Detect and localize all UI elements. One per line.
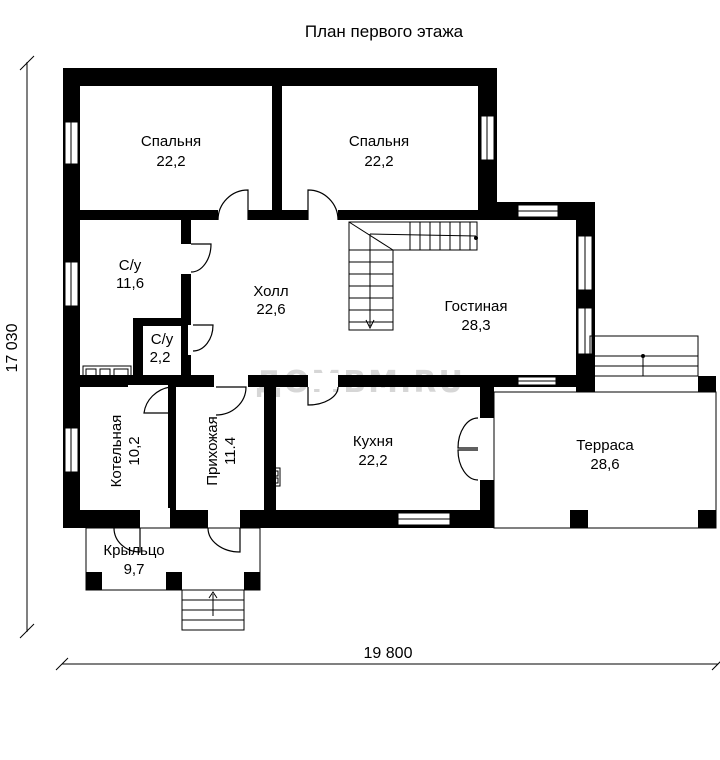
room-hall: Холл 22,6 xyxy=(253,283,288,318)
staircase xyxy=(348,221,478,331)
room-area: 11,6 xyxy=(116,275,144,292)
room-porch: Крыльцо 9,7 xyxy=(103,542,164,578)
room-terrace: Терраса 28,6 xyxy=(576,437,634,473)
room-name: Холл xyxy=(253,283,288,300)
room-area: 11.4 xyxy=(222,437,239,465)
room-living: Гостиная 28,3 xyxy=(445,298,508,334)
room-area: 22,2 xyxy=(358,452,387,469)
room-name: Котельная xyxy=(108,415,125,488)
room-entry: Прихожая 11.4 xyxy=(204,416,239,486)
room-area: 28,6 xyxy=(590,456,619,473)
room-bath-large: С/у 11,6 xyxy=(116,257,144,292)
dimension-width-label: 19 800 xyxy=(364,645,413,662)
dimension-vertical: 17 030 xyxy=(4,55,35,639)
room-name: С/у xyxy=(151,331,174,348)
room-name: Кухня xyxy=(353,433,393,450)
room-bedroom-left: Спальня 22,2 xyxy=(141,133,201,170)
terrace-outline xyxy=(493,335,717,529)
dimension-height-label: 17 030 xyxy=(4,323,21,372)
room-area: 22,6 xyxy=(256,301,285,318)
room-area: 9,7 xyxy=(124,561,145,578)
room-boiler: Котельная 10,2 xyxy=(108,415,143,488)
plan-title: План первого этажа xyxy=(305,22,464,41)
windows xyxy=(64,115,593,526)
room-area: 10,2 xyxy=(126,436,143,465)
room-bath-small: С/у 2,2 xyxy=(150,331,174,366)
room-name: Спальня xyxy=(349,133,409,150)
room-name: Гостиная xyxy=(445,298,508,315)
room-bedroom-right: Спальня 22,2 xyxy=(349,133,409,170)
boiler-equipment xyxy=(82,365,281,487)
room-name: Крыльцо xyxy=(103,542,164,559)
room-name: С/у xyxy=(119,257,142,274)
room-area: 2,2 xyxy=(150,349,171,366)
room-area: 28,3 xyxy=(461,317,490,334)
wall-openings xyxy=(128,208,496,530)
room-area: 22,2 xyxy=(364,153,393,170)
room-name: Спальня xyxy=(141,133,201,150)
room-name: Прихожая xyxy=(204,416,221,486)
dimension-horizontal: 19 800 xyxy=(55,645,720,671)
room-name: Терраса xyxy=(576,437,634,454)
porch-outline xyxy=(85,527,261,631)
room-kitchen: Кухня 22,2 xyxy=(353,433,393,469)
doors xyxy=(113,189,479,553)
room-area: 22,2 xyxy=(156,153,185,170)
